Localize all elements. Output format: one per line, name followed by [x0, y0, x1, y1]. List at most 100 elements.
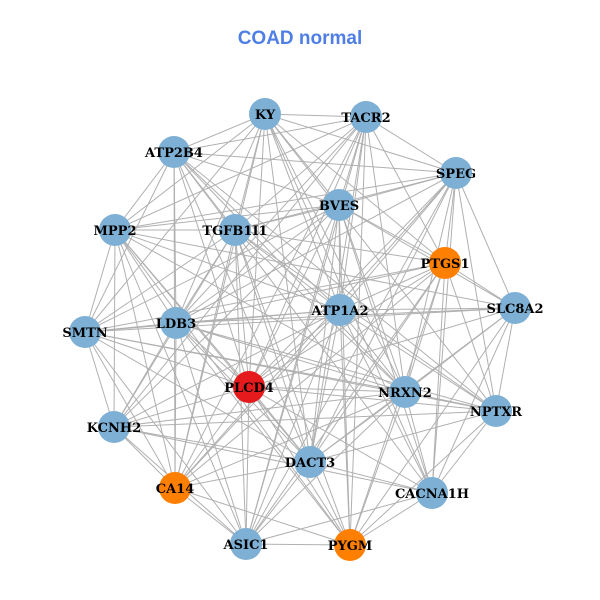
- edge-LDB3-PYGM: [175, 322, 351, 546]
- node-label: PYGM: [328, 539, 373, 554]
- edge-TACR2-DACT3: [309, 116, 367, 463]
- node-circle: [440, 157, 472, 189]
- edge-NPTXR-KCNH2: [113, 410, 497, 428]
- node-circle: [499, 292, 531, 324]
- edge-ATP2B4-SMTN: [84, 151, 175, 333]
- edge-PTGS1-SMTN: [84, 262, 446, 333]
- edge-SLC8A2-NPTXR: [495, 307, 516, 412]
- node-circle: [323, 189, 355, 221]
- node-label: CA14: [156, 482, 195, 497]
- figure-title: COAD normal: [237, 28, 363, 49]
- edge-ASIC1-PYGM: [245, 543, 351, 546]
- edge-PTGS1-LDB3: [175, 262, 446, 324]
- edge-SLC8A2-ATP1A2: [339, 307, 516, 311]
- node-label: NPTXR: [470, 405, 522, 420]
- node-atp1a2: ATP1A2: [310, 294, 369, 326]
- edge-MPP2-PYGM: [114, 229, 351, 546]
- edge-MPP2-DACT3: [114, 229, 311, 463]
- node-label: TGFB1I1: [202, 224, 267, 239]
- edge-DACT3-CA14: [174, 461, 311, 489]
- node-cacna1h: CACNA1H: [395, 477, 469, 509]
- edge-ATP1A2-PLCD4: [248, 309, 341, 388]
- edge-MPP2-KCNH2: [113, 229, 116, 428]
- node-label: ATP1A2: [310, 304, 368, 319]
- node-circle: [334, 529, 366, 561]
- edge-NRXN2-DACT3: [309, 391, 406, 463]
- edge-ATP1A2-ASIC1: [245, 309, 341, 545]
- node-label: KCNH2: [87, 421, 142, 436]
- edge-PTGS1-ASIC1: [245, 262, 446, 545]
- edge-SPEG-NPTXR: [455, 172, 497, 412]
- edge-SPEG-CACNA1H: [431, 172, 457, 494]
- edge-TGFB1I1-PTGS1: [234, 229, 446, 264]
- node-circle: [389, 376, 421, 408]
- edge-BVES-DACT3: [309, 204, 340, 463]
- node-circle: [429, 247, 461, 279]
- edge-TACR2-TGFB1I1: [234, 116, 367, 231]
- edge-KY-SPEG: [264, 113, 457, 174]
- edge-MPP2-NRXN2: [114, 229, 406, 393]
- node-label: DACT3: [285, 456, 335, 471]
- edge-TGFB1I1-SMTN: [84, 229, 236, 333]
- node-label: MPP2: [94, 224, 137, 239]
- edge-PTGS1-NRXN2: [404, 262, 446, 393]
- node-label: CACNA1H: [395, 487, 469, 502]
- node-circle: [324, 294, 356, 326]
- node-circle: [69, 316, 101, 348]
- node-ca14: CA14: [156, 472, 195, 504]
- edge-SMTN-CA14: [84, 331, 176, 489]
- edge-SMTN-KCNH2: [84, 331, 115, 428]
- edge-KY-TACR2: [264, 113, 367, 118]
- node-circle: [159, 472, 191, 504]
- node-smtn: SMTN: [62, 316, 108, 348]
- edge-PTGS1-NPTXR: [444, 262, 497, 412]
- edge-KY-ATP1A2: [264, 113, 341, 311]
- edge-TGFB1I1-NRXN2: [234, 229, 406, 393]
- edge-LDB3-NPTXR: [175, 322, 497, 412]
- node-tacr2: TACR2: [341, 101, 391, 133]
- node-circle: [219, 214, 251, 246]
- edge-ATP2B4-MPP2: [114, 151, 175, 231]
- edge-ATP2B4-PLCD4: [173, 151, 250, 388]
- edge-NRXN2-CA14: [174, 391, 406, 489]
- edge-DACT3-CACNA1H: [309, 461, 433, 494]
- edge-SPEG-LDB3: [175, 172, 457, 324]
- edge-TACR2-CA14: [174, 116, 367, 489]
- edge-TACR2-PTGS1: [365, 116, 446, 264]
- edge-NPTXR-CACNA1H: [431, 410, 497, 494]
- edge-SPEG-ATP1A2: [339, 172, 457, 311]
- node-label: NRXN2: [378, 386, 432, 401]
- node-circle: [158, 136, 190, 168]
- node-label: SLC8A2: [486, 302, 543, 317]
- edge-NRXN2-PYGM: [349, 391, 406, 546]
- edge-ATP1A2-NPTXR: [339, 309, 497, 412]
- edge-CA14-PYGM: [174, 487, 351, 546]
- edge-BVES-TGFB1I1: [234, 204, 340, 231]
- edge-DACT3-ASIC1: [245, 461, 311, 545]
- node-label: ATP2B4: [144, 146, 203, 161]
- edge-SPEG-ASIC1: [245, 172, 457, 545]
- edge-ATP1A2-NRXN2: [339, 309, 406, 393]
- edge-PTGS1-DACT3: [309, 262, 446, 463]
- edge-BVES-PLCD4: [248, 204, 340, 388]
- edge-SMTN-NPTXR: [84, 331, 497, 412]
- edge-MPP2-SMTN: [84, 229, 116, 333]
- edge-SPEG-SLC8A2: [455, 172, 516, 309]
- edge-SPEG-DACT3: [309, 172, 457, 463]
- node-label: KY: [255, 108, 276, 123]
- edge-TACR2-SPEG: [365, 116, 457, 174]
- edge-MPP2-CA14: [114, 229, 176, 489]
- edge-PTGS1-CACNA1H: [431, 262, 446, 494]
- edge-MPP2-SLC8A2: [114, 229, 516, 309]
- edge-PLCD4-NRXN2: [248, 386, 406, 393]
- edge-layer: [84, 113, 516, 546]
- edge-KCNH2-CACNA1H: [113, 426, 433, 494]
- edge-NRXN2-ASIC1: [245, 391, 406, 545]
- edge-NPTXR-PYGM: [349, 410, 497, 546]
- node-circle: [249, 98, 281, 130]
- node-bves: BVES: [319, 189, 359, 221]
- edge-LDB3-KCNH2: [113, 322, 177, 428]
- edge-TACR2-ATP2B4: [173, 116, 367, 153]
